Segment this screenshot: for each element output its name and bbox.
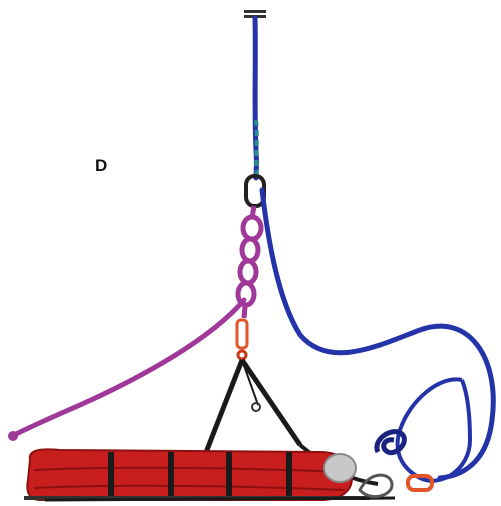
blue-rope-loop — [398, 379, 470, 480]
purple-rope-end — [8, 431, 18, 441]
helmet — [324, 454, 356, 482]
blue-rope-knot — [377, 432, 404, 453]
panel-label: D — [95, 156, 107, 176]
blue-haul-rope — [262, 190, 493, 478]
purple-tail-rope — [12, 300, 244, 436]
orange-link-icon — [237, 320, 247, 359]
